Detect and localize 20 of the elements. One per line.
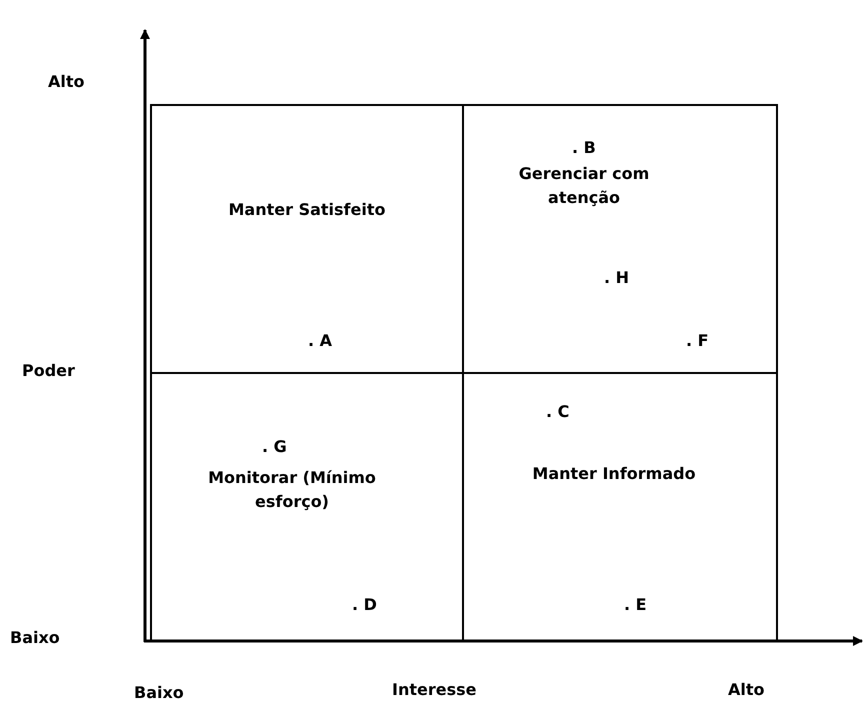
data-point-label: . A bbox=[308, 331, 332, 351]
axis-title: Poder bbox=[22, 361, 75, 381]
data-point-label: . H bbox=[604, 268, 630, 288]
data-point-label: . G bbox=[262, 437, 287, 457]
quadrant-label: Monitorar (Mínimo esforço) bbox=[207, 467, 377, 513]
axis-label: Alto bbox=[48, 72, 85, 92]
axis-label: Baixo bbox=[134, 683, 184, 702]
quadrant-label: Manter Satisfeito bbox=[228, 199, 386, 221]
data-point-label: . D bbox=[352, 595, 377, 615]
data-point-label: . C bbox=[546, 402, 570, 422]
axis-label: Baixo bbox=[10, 628, 60, 648]
data-point-label: . E bbox=[624, 595, 647, 615]
quadrant-box bbox=[462, 104, 778, 374]
quadrant-box bbox=[150, 104, 464, 374]
axis-title: Interesse bbox=[392, 680, 476, 700]
quadrant-label: Gerenciar com atenção bbox=[518, 163, 650, 209]
data-point-label: . F bbox=[686, 331, 709, 351]
quadrant-label: Manter Informado bbox=[531, 463, 697, 485]
data-point-label: . B bbox=[572, 138, 596, 158]
axis-label: Alto bbox=[728, 680, 765, 700]
